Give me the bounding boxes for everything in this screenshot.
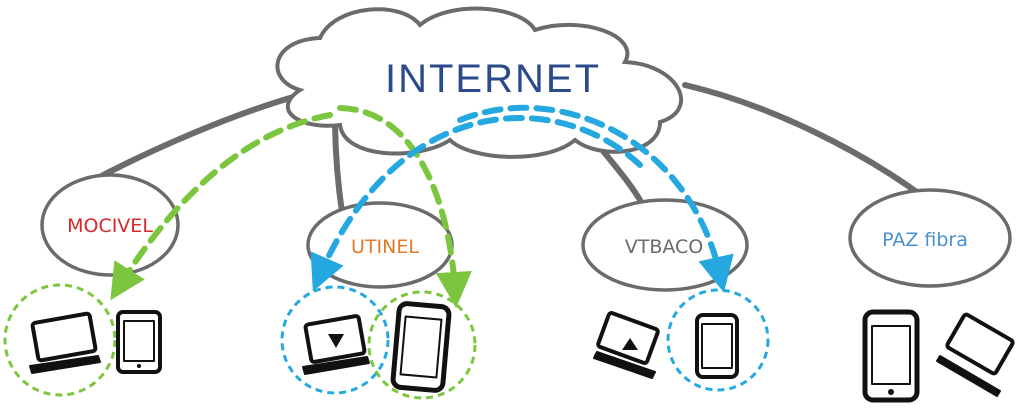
isp-label-vtbaco: VTBACO xyxy=(625,236,704,258)
cloud-label: INTERNET xyxy=(385,57,601,101)
tablet-icon xyxy=(116,310,162,374)
laptop-icon xyxy=(936,312,1015,397)
isp-paz-fibra: PAZ fibra xyxy=(848,188,1012,288)
isp-mocivel: MOCIVEL xyxy=(40,173,180,277)
blue-ring-vtbaco-phone xyxy=(666,288,770,392)
blue-path-to-vtbaco-phone xyxy=(457,104,734,293)
green-ring-mocivel-laptop xyxy=(3,283,117,397)
phone-icon xyxy=(695,313,739,379)
blue-ring-utinel-laptop xyxy=(280,285,390,395)
phone-icon xyxy=(390,301,452,393)
devices xyxy=(29,301,1015,403)
highlight-rings xyxy=(3,283,770,400)
green-ring-utinel-phone xyxy=(367,290,477,400)
isp-label-utinel: UTINEL xyxy=(351,236,419,258)
green-path-to-mocivel xyxy=(110,112,333,301)
routing-paths xyxy=(110,104,734,308)
green-path-to-utinel-phone xyxy=(337,105,472,308)
laptop-icon xyxy=(29,311,101,374)
isp-label-mocivel: MOCIVEL xyxy=(67,215,153,237)
link-mocivel xyxy=(87,92,303,185)
phone-icon xyxy=(862,309,920,403)
laptop-icon xyxy=(302,314,370,375)
isp-utinel: UTINEL xyxy=(306,201,454,289)
laptop-icon xyxy=(593,311,660,379)
isp-label-paz-fibra: PAZ fibra xyxy=(882,229,968,251)
link-paz xyxy=(682,82,928,201)
blue-path-to-utinel-laptop xyxy=(310,115,643,292)
